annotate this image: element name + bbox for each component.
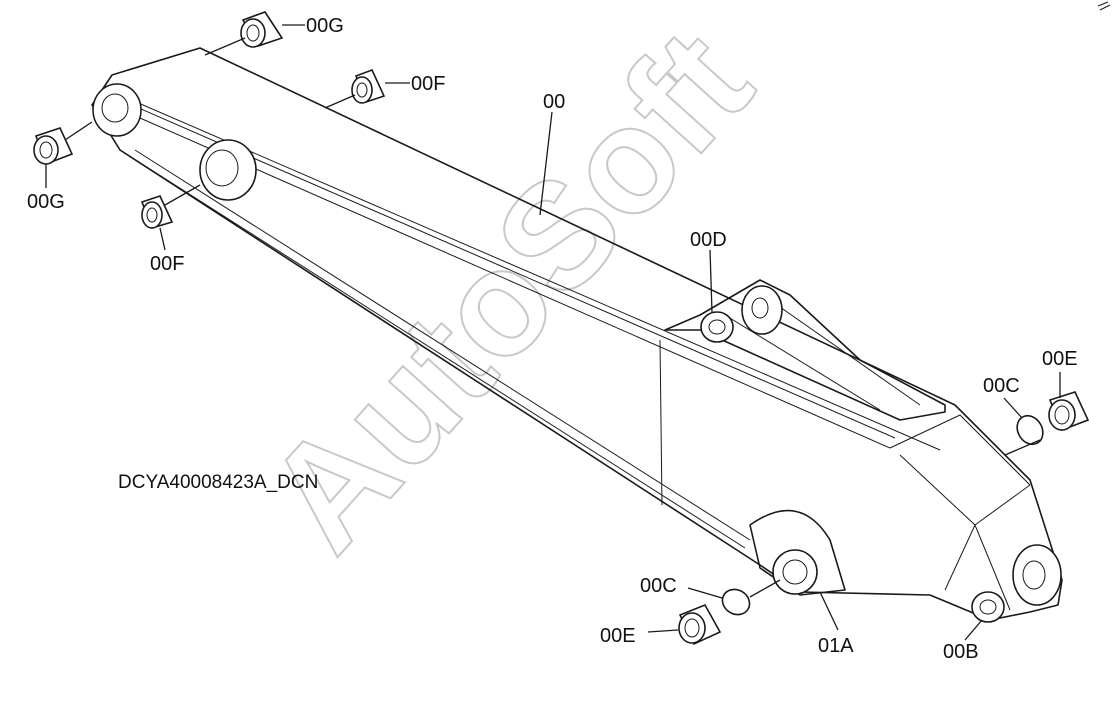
leader-00B <box>964 619 983 641</box>
leader-00D <box>709 249 713 313</box>
left-end-bore <box>101 93 129 123</box>
boom-stiffener <box>659 339 663 506</box>
bushing-00F-top <box>351 68 386 104</box>
bushing-00G-top <box>240 11 284 48</box>
label-00E-bottom: 00E <box>600 625 636 647</box>
label-00D: 00D <box>690 229 727 251</box>
pivot-plate-01A <box>749 509 846 596</box>
bracket-lug-hole <box>751 297 769 319</box>
leader-00E-bottom <box>647 629 679 633</box>
bushing-00G-left <box>33 127 74 166</box>
label-00F-left: 00F <box>150 253 184 275</box>
nose-lug-hole <box>1022 560 1046 590</box>
nose-lug <box>1012 544 1062 606</box>
bushing-00E-bottom <box>678 603 722 646</box>
label-00B: 00B <box>943 641 979 663</box>
leader-00C-right-body <box>1004 439 1041 456</box>
label-00C-bottom: 00C <box>640 575 677 597</box>
boom-nose-web <box>944 523 1011 611</box>
boom-bottom-edge-2 <box>134 149 751 541</box>
ring-00C-right <box>1016 414 1044 446</box>
label-00C-right: 00C <box>983 375 1020 397</box>
drawing-code: DCYA40008423A_DCN <box>118 472 318 493</box>
label-01A: 01A <box>818 635 854 657</box>
bracket-lug <box>741 285 783 335</box>
pivot-boss <box>772 549 818 595</box>
label-00G-top: 00G <box>306 15 344 37</box>
boss-00B-bore <box>979 599 997 615</box>
boom-top-edge-1 <box>119 94 941 451</box>
watermark-text: AutoSoft <box>234 0 782 581</box>
bracket-rib <box>719 311 881 411</box>
leader-lines <box>45 24 1061 641</box>
leader-00C-bottom-body <box>749 579 781 598</box>
boom-bottom-edge-1 <box>119 149 746 549</box>
leader-00F-top-body <box>324 94 356 109</box>
cylinder-bracket <box>664 279 946 421</box>
leader-00F-left-body <box>164 184 201 206</box>
boss-00D <box>700 311 734 343</box>
label-00F-top: 00F <box>411 73 445 95</box>
loose-parts <box>33 11 1090 646</box>
leader-00C-bottom <box>687 587 723 599</box>
mid-bore <box>205 149 239 187</box>
label-00: 00 <box>543 91 565 113</box>
label-00G-left: 00G <box>27 191 65 213</box>
boom-box-end <box>889 414 1031 486</box>
label-00E-right: 00E <box>1042 348 1078 370</box>
boss-00D-bore <box>708 319 726 335</box>
bushing-00E-right <box>1048 391 1090 432</box>
pivot-bore <box>782 559 808 585</box>
bushing-00F-left <box>140 195 174 229</box>
leader-00G-left-body <box>64 121 93 141</box>
bracket-rib-2 <box>769 299 921 406</box>
leader-01A <box>819 591 839 631</box>
boom-top-edge-3 <box>139 117 891 449</box>
leader-00G-top-body <box>204 37 246 56</box>
ring-00C-bottom <box>721 588 751 616</box>
leader-00F-left <box>159 227 166 251</box>
mid-boss <box>199 139 257 201</box>
leader-00C-right <box>1003 397 1023 419</box>
boss-00B <box>971 591 1005 623</box>
corner-mark <box>1097 1 1111 11</box>
leader-00 <box>539 111 553 216</box>
part-labels: 00G 00F 00 00G 00F 00D 00C 00E 00C 00E 0… <box>27 15 1078 663</box>
left-end-boss <box>92 83 142 137</box>
boom-body <box>91 47 1063 623</box>
